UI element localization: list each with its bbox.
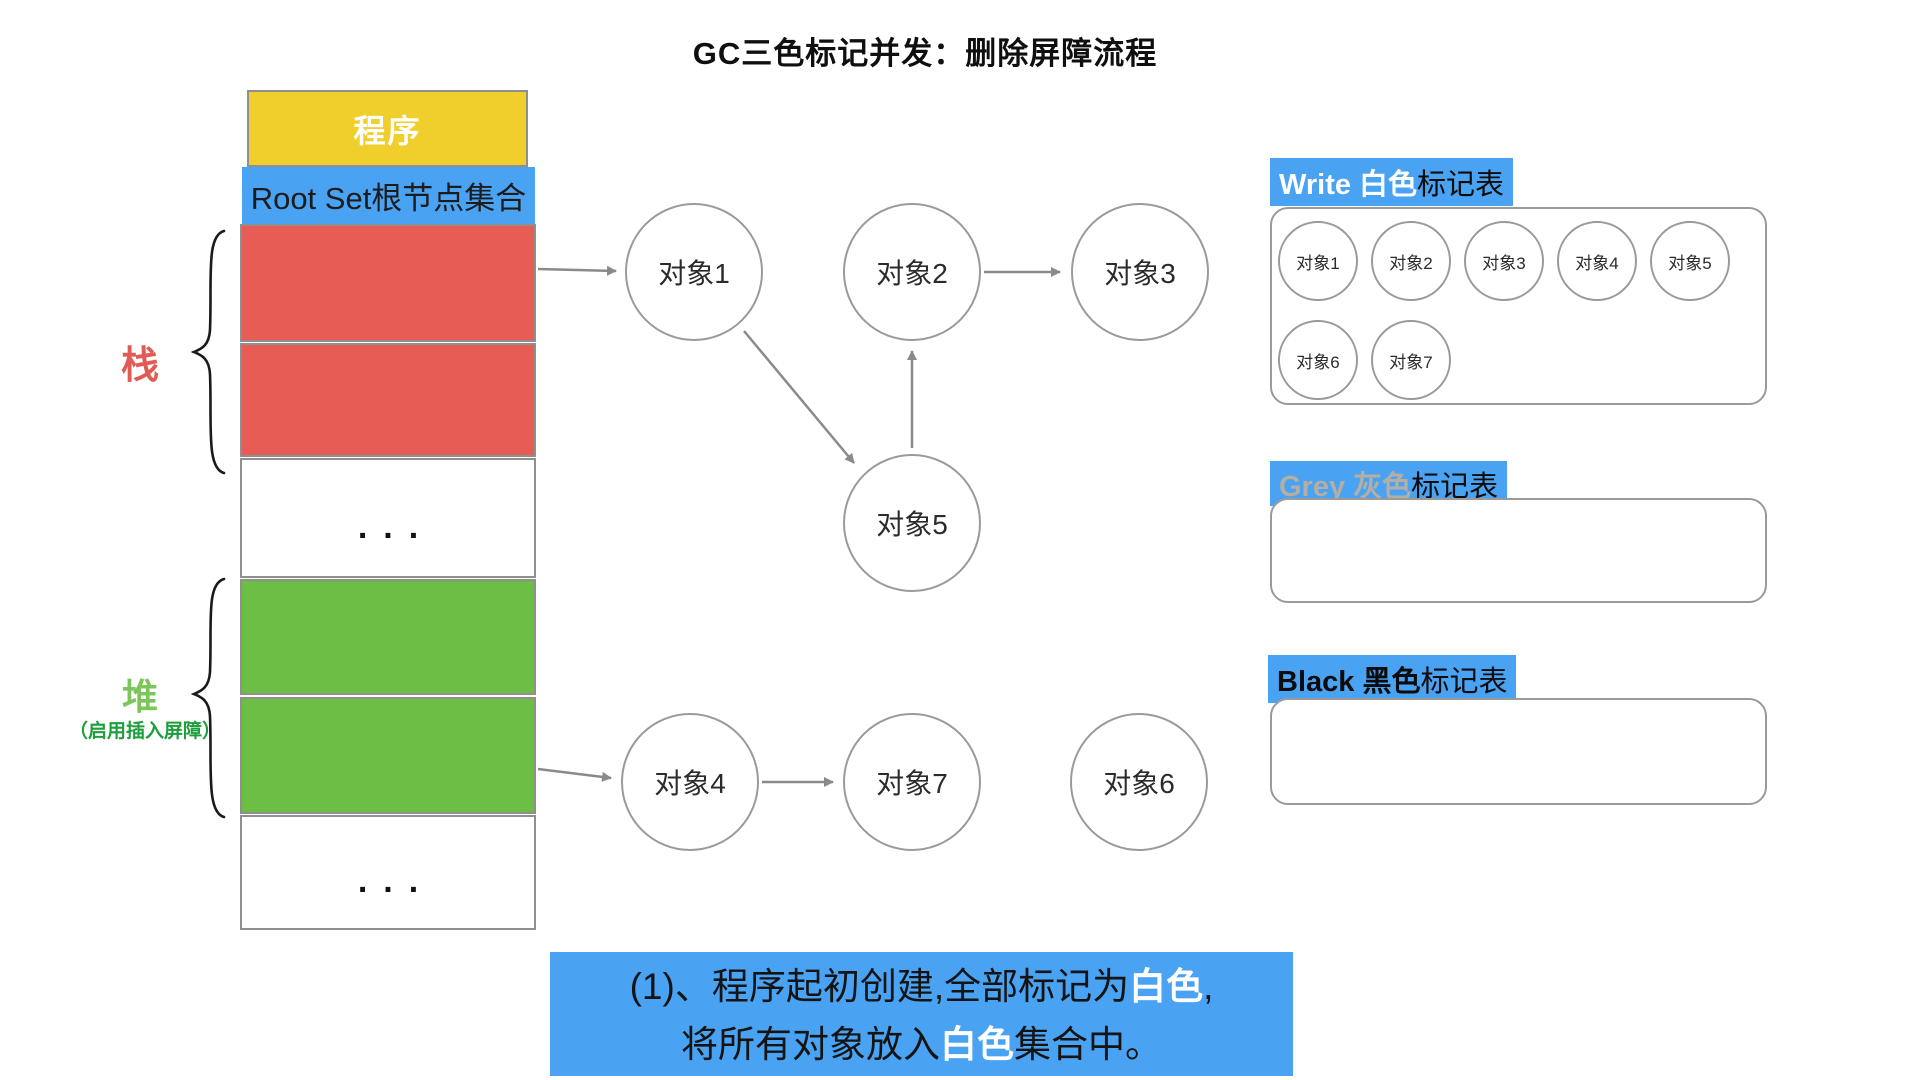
page-title: GC三色标记并发：删除屏障流程 bbox=[692, 36, 1158, 71]
white-table-item-4: 对象4 bbox=[1557, 221, 1637, 301]
program-box: 程序 bbox=[247, 90, 528, 167]
ellipsis-text: ... bbox=[357, 507, 435, 546]
white-table-header: Write 白色标记表 bbox=[1270, 158, 1514, 206]
stack-ellipsis-slot: ... bbox=[240, 458, 536, 578]
heap-note: （启用插入屏障） bbox=[68, 721, 221, 742]
caption-line-2: 将所有对象放入白色集合中。 bbox=[550, 1016, 1293, 1074]
caption-text: , bbox=[1203, 966, 1214, 1007]
caption-highlight: 白色 bbox=[1129, 966, 1204, 1007]
grey-table-body bbox=[1270, 498, 1767, 603]
white-table-item-7: 对象7 bbox=[1371, 320, 1451, 400]
heap-slot-1 bbox=[240, 579, 536, 695]
white-table-suffix: 标记表 bbox=[1417, 169, 1505, 201]
stack-slot-1 bbox=[240, 224, 536, 342]
white-table-item-6: 对象6 bbox=[1278, 320, 1358, 400]
heap-ellipsis-slot: ... bbox=[240, 815, 536, 930]
caption-line-1: (1)、程序起初创建,全部标记为白色, bbox=[550, 958, 1293, 1016]
white-table-item-1: 对象1 bbox=[1278, 221, 1358, 301]
caption-text: 集合中。 bbox=[1014, 1024, 1162, 1065]
heap-slot-2 bbox=[240, 697, 536, 814]
object-node-6: 对象6 bbox=[1070, 713, 1208, 851]
white-table-item-5: 对象5 bbox=[1650, 221, 1730, 301]
object-node-7: 对象7 bbox=[843, 713, 981, 851]
object-node-3: 对象3 bbox=[1071, 203, 1209, 341]
white-table-item-2: 对象2 bbox=[1371, 221, 1451, 301]
stack-label: 栈 bbox=[120, 345, 159, 387]
rootset-box: Root Set根节点集合 bbox=[242, 167, 535, 224]
caption-text: (1)、程序起初创建,全部标记为 bbox=[629, 966, 1130, 1007]
object-node-4: 对象4 bbox=[621, 713, 759, 851]
stack-brace bbox=[190, 229, 226, 475]
object-node-2: 对象2 bbox=[843, 203, 981, 341]
stack-slot-2 bbox=[240, 343, 536, 457]
caption-highlight: 白色 bbox=[940, 1024, 1014, 1065]
grey-table-title: Grey 灰色 bbox=[1279, 470, 1412, 503]
white-table-title: Write 白色 bbox=[1279, 169, 1418, 201]
white-table-body: 对象1 对象2 对象3 对象4 对象5 对象6 对象7 bbox=[1270, 207, 1767, 405]
ellipsis-text: ... bbox=[357, 862, 435, 900]
black-table-title: Black 黑色 bbox=[1277, 666, 1421, 698]
heap-brace bbox=[190, 577, 226, 819]
arrow-heap-to-obj4 bbox=[537, 767, 612, 782]
grey-table-suffix: 标记表 bbox=[1411, 470, 1499, 503]
black-table-body bbox=[1270, 698, 1767, 805]
caption-text: 将所有对象放入 bbox=[681, 1024, 940, 1065]
black-table-header: Black 黑色标记表 bbox=[1268, 655, 1517, 703]
object-node-5: 对象5 bbox=[843, 454, 981, 592]
arrow-obj1-to-obj5 bbox=[743, 330, 855, 464]
black-table-suffix: 标记表 bbox=[1420, 666, 1508, 698]
white-table-item-3: 对象3 bbox=[1464, 221, 1544, 301]
arrow-rootset-to-obj1 bbox=[537, 265, 617, 276]
caption-box: (1)、程序起初创建,全部标记为白色, 将所有对象放入白色集合中。 bbox=[550, 952, 1293, 1076]
object-node-1: 对象1 bbox=[625, 203, 763, 341]
heap-label: 堆 bbox=[121, 676, 158, 717]
